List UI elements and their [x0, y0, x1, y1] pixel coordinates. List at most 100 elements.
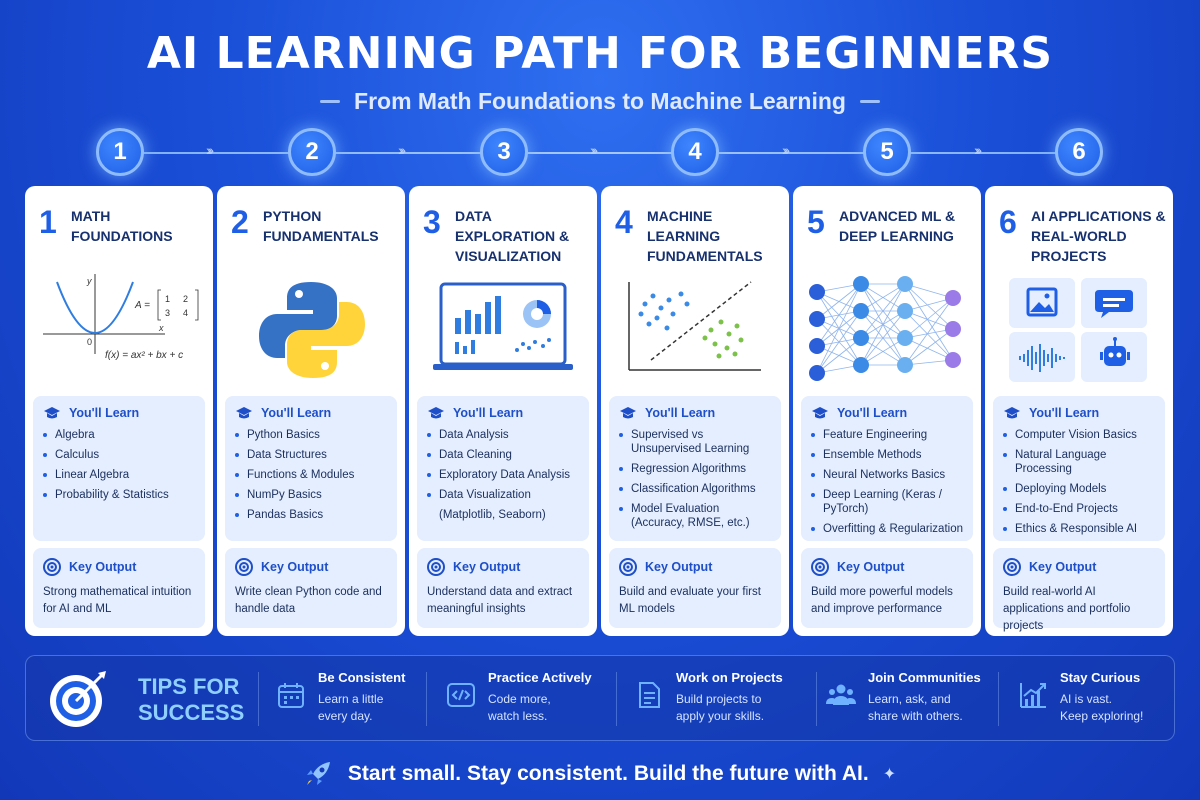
output-heading-text: Key Output [261, 560, 329, 574]
card-title: Python Fundamentals [263, 208, 379, 244]
origin-label: 0 [87, 337, 92, 347]
output-text: Build more powerful models and improve p… [811, 586, 953, 615]
tips-title-line: TIPS FOR [138, 674, 240, 699]
chevron-right-icon: ››› [398, 142, 406, 158]
chevron-right-icon: ››› [590, 142, 598, 158]
community-icon [826, 684, 856, 705]
list-item: Natural Language Processing [1003, 448, 1155, 476]
learn-heading: You'll Learn [1003, 406, 1155, 420]
list-item: Data Cleaning [427, 448, 579, 462]
tips-title-line: SUCCESS [138, 700, 245, 725]
list-item-note: (Matplotlib, Seaborn) [439, 509, 546, 521]
tip-heading: Stay Curious [1060, 670, 1141, 685]
card-header: 2 Python Fundamentals [231, 204, 401, 274]
learn-heading-text: You'll Learn [69, 406, 140, 420]
graduation-cap-icon [620, 407, 636, 419]
subtitle-row: From Math Foundations to Machine Learnin… [0, 88, 1200, 115]
footer-tagline: Start small. Stay consistent. Build the … [347, 762, 869, 785]
card-title: Math Foundations [71, 208, 173, 244]
list-item: Regression Algorithms [619, 462, 771, 476]
divider [998, 672, 999, 726]
nn-node [945, 290, 961, 306]
tip-body: apply your skills. [676, 709, 765, 723]
tip-heading: Be Consistent [318, 670, 406, 685]
nn-connection [904, 328, 954, 339]
tip-body: Code more, [488, 692, 551, 706]
growth-chart-icon [1020, 683, 1046, 708]
list-item: Model Evaluation (Accuracy, RMSE, etc.) [619, 502, 771, 530]
nn-node [897, 357, 913, 373]
learn-list: Supervised vs Unsupervised Learning Regr… [619, 428, 771, 530]
nn-node [897, 303, 913, 319]
target-icon [619, 558, 637, 576]
function-label: f(x) = ax² + bx + c [105, 350, 183, 361]
learning-path-cards: 1 Math Foundations y x 0 f(x) = ax² + bx… [25, 186, 1175, 636]
list-item: Data Structures [235, 448, 387, 462]
chevron-right-icon: ››› [974, 142, 982, 158]
output-heading-text: Key Output [837, 560, 905, 574]
sparkle-icon: ✦ [882, 766, 897, 783]
output-box: Key Output Build real-world AI applicati… [993, 548, 1165, 632]
page-subtitle: From Math Foundations to Machine Learnin… [354, 88, 846, 114]
output-text: Strong mathematical intuition for AI and… [43, 586, 192, 615]
footer: Start small. Stay consistent. Build the … [0, 760, 1200, 788]
output-box: Key Output Understand data and extract m… [417, 548, 589, 628]
output-box: Key Output Build more powerful models an… [801, 548, 973, 628]
step-4-circle: 4 [671, 128, 719, 176]
nn-node [945, 321, 961, 337]
nn-connection [904, 337, 954, 361]
nn-node [945, 352, 961, 368]
output-heading: Key Output [235, 558, 387, 576]
learn-heading-text: You'll Learn [453, 406, 524, 420]
list-item: Algebra [43, 428, 195, 442]
tip-heading: Practice Actively [488, 670, 592, 685]
dashboard-illustration [419, 274, 587, 384]
nn-node [809, 311, 825, 327]
tips-panel: TIPS FOR SUCCESS Be Consistent Learn a l… [25, 655, 1175, 741]
list-item: Calculus [43, 448, 195, 462]
output-text: Build and evaluate your first ML models [619, 586, 761, 615]
output-heading: Key Output [619, 558, 771, 576]
card-ai-applications: 6 AI Applications & Real-World Projects [985, 186, 1173, 636]
learn-list: Python Basics Data Structures Functions … [235, 428, 387, 522]
subtitle-dash-left [320, 100, 341, 103]
nn-connection [904, 283, 954, 299]
step-5-circle: 5 [863, 128, 911, 176]
nn-connection [816, 283, 862, 374]
graduation-cap-icon [1004, 407, 1020, 419]
scatter-classification-illustration [611, 274, 779, 384]
list-item: Exploratory Data Analysis [427, 468, 579, 482]
card-title: Data Exploration & Visualization [455, 208, 570, 264]
tip-body: Build projects to [676, 692, 762, 706]
nn-node [897, 330, 913, 346]
list-item: Deploying Models [1003, 482, 1155, 496]
learn-heading-text: You'll Learn [1029, 406, 1100, 420]
graduation-cap-icon [44, 407, 60, 419]
nn-connection [816, 283, 862, 347]
nn-connection [904, 359, 954, 366]
output-box: Key Output Build and evaluate your first… [609, 548, 781, 628]
chat-icon [1095, 290, 1133, 318]
subtitle-dash-right [859, 100, 880, 103]
card-data-exploration: 3 Data Exploration & Visualization [409, 186, 597, 636]
graduation-cap-icon [236, 407, 252, 419]
list-item: Overfitting & Regularization [811, 522, 963, 536]
divider [616, 672, 617, 726]
output-heading-text: Key Output [69, 560, 137, 574]
card-header: 4 Machine Learning Fundamentals [615, 204, 785, 274]
tips-title: TIPS FOR SUCCESS [138, 674, 244, 726]
neural-network-illustration [803, 274, 971, 384]
nn-connection [904, 283, 954, 361]
card-number: 1 [39, 204, 57, 240]
card-ml-fundamentals: 4 Machine Learning Fundamentals [601, 186, 789, 636]
step-6-circle: 6 [1055, 128, 1103, 176]
calendar-icon [278, 683, 304, 708]
output-text: Understand data and extract meaningful i… [427, 586, 573, 615]
learn-box: You'll Learn Supervised vs Unsupervised … [609, 396, 781, 541]
list-item: Ensemble Methods [811, 448, 963, 462]
list-item: End-to-End Projects [1003, 502, 1155, 516]
matrix-cell: 3 [165, 308, 170, 318]
output-heading-text: Key Output [453, 560, 521, 574]
step-connector-line [120, 152, 1080, 154]
chevron-right-icon: ››› [206, 142, 214, 158]
